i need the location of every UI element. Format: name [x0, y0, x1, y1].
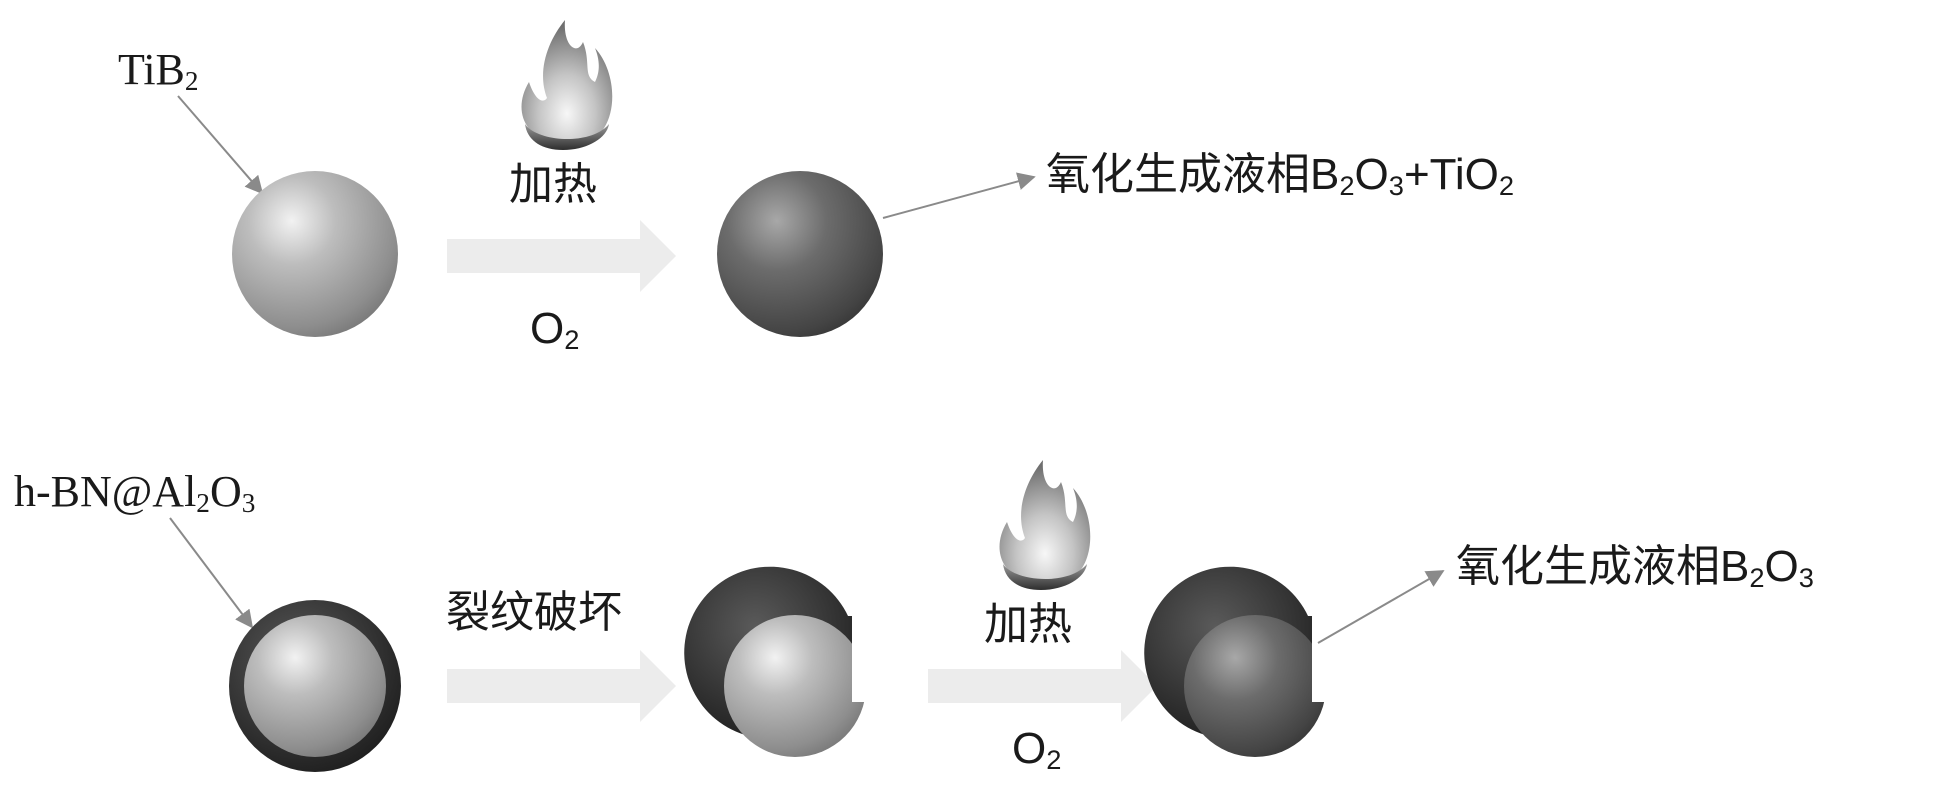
leader-line-result-2 [1317, 570, 1445, 644]
particle-icon [1144, 566, 1326, 773]
material-label-tib2: TiB2 [118, 45, 199, 96]
step-heat-label: 加热 [984, 599, 1072, 650]
arrow-icon [928, 650, 1157, 722]
leader-line-result-1 [882, 172, 1036, 219]
arrow-icon [447, 650, 676, 722]
particle-icon [232, 171, 398, 337]
particle-icon [229, 600, 401, 772]
step-gas-label: O2 [1012, 724, 1062, 775]
flame-icon [521, 20, 613, 150]
result-label-1: 氧化生成液相B2O3+TiO2 [1046, 150, 1515, 201]
leader-line-tib2 [177, 95, 264, 195]
flame-icon [999, 460, 1091, 590]
material-label-hbn: h-BN@Al2O3 [14, 467, 256, 518]
arrow-icon [447, 220, 676, 292]
step-crack-label: 裂纹破坏 [446, 587, 622, 638]
leader-line-hbn [169, 517, 254, 629]
step-gas-label: O2 [530, 304, 580, 355]
step-heat-label: 加热 [509, 159, 597, 210]
particle-icon [684, 566, 866, 773]
particle-icon [717, 171, 883, 337]
result-label-2: 氧化生成液相B2O3 [1456, 542, 1814, 593]
